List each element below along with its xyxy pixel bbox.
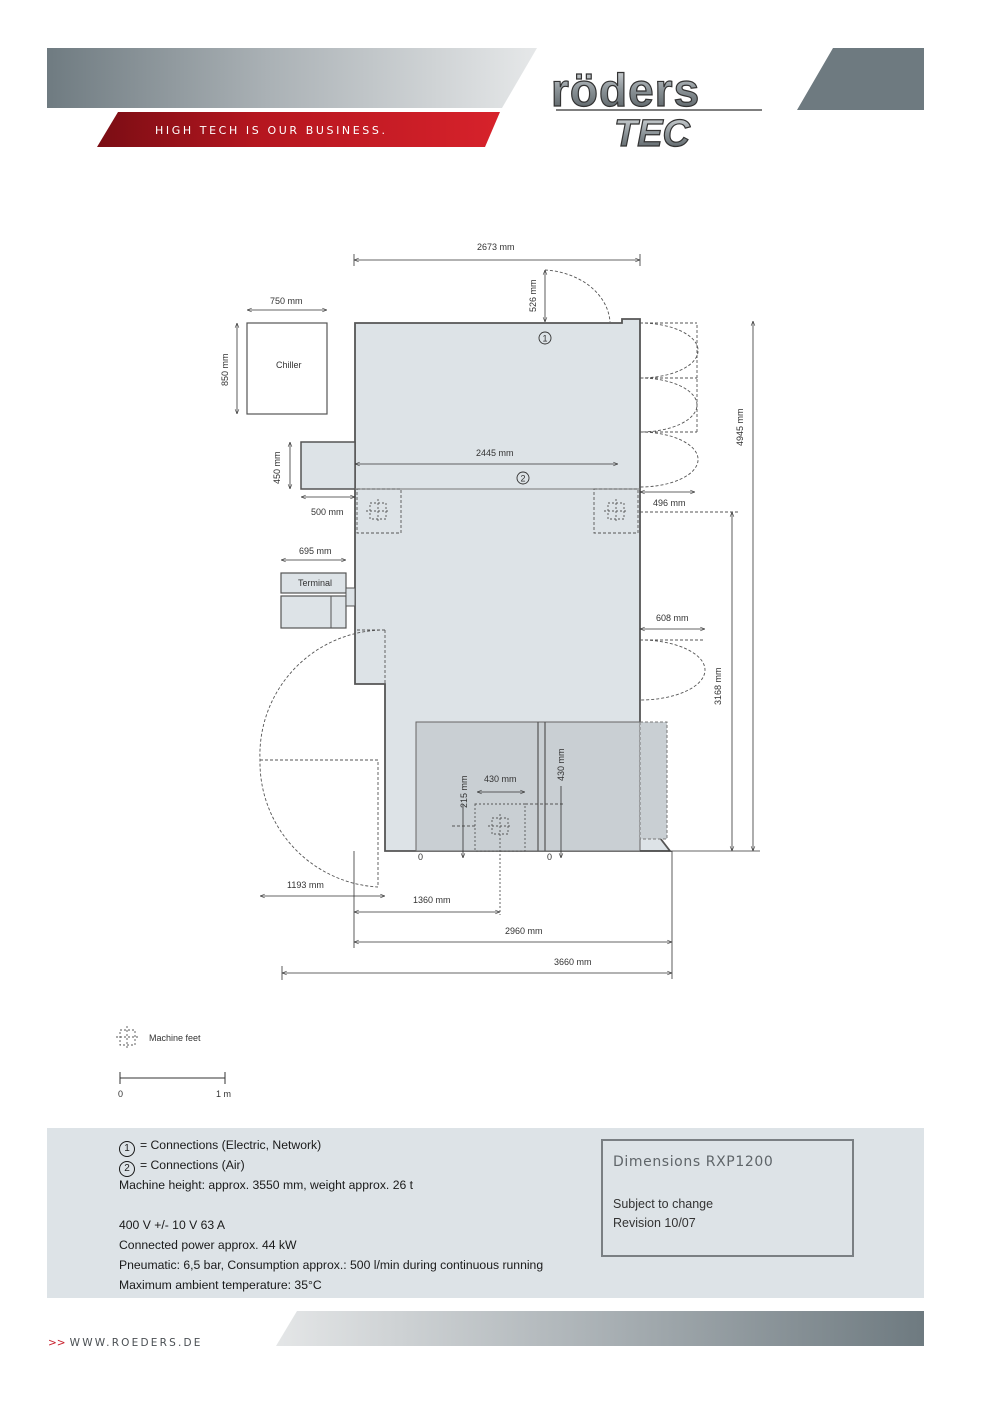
side-unit bbox=[300, 441, 356, 490]
dim-chiller-width: 750 mm bbox=[270, 296, 303, 306]
connection-1-number: 1 bbox=[543, 334, 548, 344]
dim-foot-x: 430 mm bbox=[484, 774, 517, 784]
lower-table-area bbox=[415, 721, 641, 852]
dim-chiller-height: 850 mm bbox=[220, 353, 230, 386]
website-link[interactable]: >>WWW.ROEDERS.DE bbox=[48, 1337, 203, 1349]
dim-foot-y-small: 215 mm bbox=[459, 775, 469, 808]
dim-top-width: 2673 mm bbox=[477, 242, 515, 252]
revision-note: Revision 10/07 bbox=[613, 1216, 696, 1230]
dim-right-clear-top: 496 mm bbox=[653, 498, 686, 508]
lower-right-extension bbox=[639, 721, 668, 840]
dim-door-left: 1193 mm bbox=[287, 880, 324, 890]
roeders-logo: röders TEC bbox=[550, 63, 762, 156]
legend-foot-label: Machine feet bbox=[149, 1033, 201, 1043]
legend-foot-icon bbox=[119, 1029, 136, 1046]
machine-foot-symbols bbox=[366, 499, 628, 915]
connection-1-marker bbox=[538, 331, 552, 345]
terminal-label: Terminal bbox=[298, 578, 332, 588]
chiller-box bbox=[246, 322, 328, 415]
dim-top-clearance: 526 mm bbox=[528, 279, 538, 312]
header-graphics: HIGH TECH IS OUR BUSINESS. röders TEC bbox=[47, 48, 924, 156]
spec-connection-2-text: = Connections (Air) bbox=[140, 1158, 245, 1172]
info-panel: 1 = Connections (Electric, Network) 2 = Co… bbox=[47, 1128, 924, 1298]
dim-total-height: 4945 mm bbox=[735, 408, 745, 446]
dim-base-width: 2960 mm bbox=[505, 926, 543, 936]
floor-plan-drawing: Chiller Terminal 0 0 1 2 bbox=[116, 242, 760, 1099]
spec-spacer bbox=[119, 1195, 543, 1215]
title-box: Dimensions RXP1200 Subject to change Rev… bbox=[601, 1139, 854, 1257]
document-title: Dimensions RXP1200 bbox=[613, 1154, 774, 1170]
dim-axis-span: 2445 mm bbox=[476, 448, 514, 458]
spec-connection-1-text: = Connections (Electric, Network) bbox=[140, 1138, 322, 1152]
spec-temperature: Maximum ambient temperature: 35°C bbox=[119, 1278, 322, 1292]
logo-tec: TEC bbox=[614, 113, 691, 155]
header-red-band bbox=[97, 112, 500, 147]
header-right-block bbox=[797, 48, 924, 110]
terminal-box bbox=[280, 572, 347, 594]
spec-list: 1 = Connections (Electric, Network) 2 = Co… bbox=[119, 1135, 543, 1295]
terminal-cabinet bbox=[280, 595, 347, 629]
scale-end: 1 m bbox=[216, 1089, 231, 1099]
connection-1-badge: 1 bbox=[119, 1141, 135, 1157]
dimension-lines bbox=[237, 254, 760, 980]
connection-2-number: 2 bbox=[521, 474, 526, 484]
dim-terminal-width: 695 mm bbox=[299, 546, 332, 556]
dim-foot-offset: 1360 mm bbox=[413, 895, 451, 905]
footer-gradient-band bbox=[276, 1311, 924, 1346]
connection-2-badge: 2 bbox=[119, 1161, 135, 1177]
logo-wordmark: röders bbox=[551, 64, 700, 116]
scale-bar: 0 1 m bbox=[118, 1072, 231, 1099]
spec-power: Connected power approx. 44 kW bbox=[119, 1238, 297, 1252]
terminal-connector bbox=[345, 587, 356, 607]
door-swings bbox=[259, 269, 740, 888]
subject-note: Subject to change bbox=[613, 1197, 714, 1211]
header-gray-band bbox=[47, 48, 537, 108]
connection-2-marker bbox=[516, 471, 530, 485]
spec-connection-1: 1 = Connections (Electric, Network) bbox=[119, 1135, 543, 1157]
header-slogan: HIGH TECH IS OUR BUSINESS. bbox=[155, 124, 388, 137]
dim-side-unit-width: 500 mm bbox=[311, 507, 344, 517]
foot-mark-b: 0 bbox=[547, 852, 552, 862]
dim-side-unit-height: 450 mm bbox=[272, 451, 282, 484]
spec-connection-2: 2 = Connections (Air) bbox=[119, 1155, 543, 1177]
dim-lower-height: 3168 mm bbox=[713, 667, 723, 705]
spec-machine-height: Machine height: approx. 3550 mm, weight … bbox=[119, 1178, 414, 1192]
link-arrows: >> bbox=[48, 1337, 66, 1349]
scale-start: 0 bbox=[118, 1089, 123, 1099]
chiller-label: Chiller bbox=[276, 360, 302, 370]
dim-right-clear-mid: 608 mm bbox=[656, 613, 689, 623]
dim-foot-y: 430 mm bbox=[556, 748, 566, 781]
website-url[interactable]: WWW.ROEDERS.DE bbox=[69, 1337, 203, 1349]
dim-total-width: 3660 mm bbox=[554, 957, 592, 967]
spec-pneumatic: Pneumatic: 6,5 bar, Consumption approx.:… bbox=[119, 1258, 544, 1272]
legend-machine-feet: Machine feet bbox=[116, 1026, 201, 1049]
foot-mark-a: 0 bbox=[418, 852, 423, 862]
spec-voltage: 400 V +/- 10 V 63 A bbox=[119, 1218, 226, 1232]
